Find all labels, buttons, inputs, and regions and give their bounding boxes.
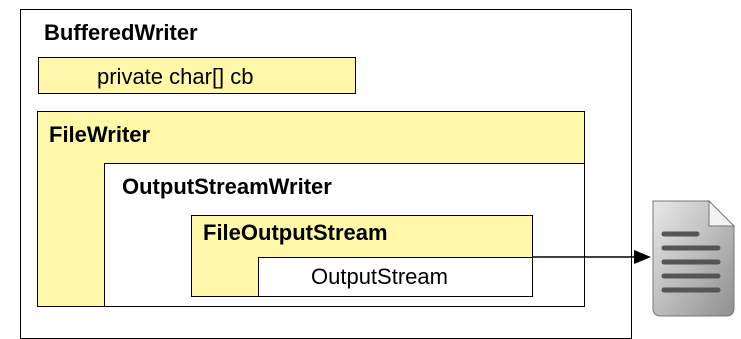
outputstream-box xyxy=(258,257,533,297)
outputstream-label: OutputStream xyxy=(311,264,448,289)
arrow-to-document xyxy=(533,250,651,264)
document-icon xyxy=(652,199,736,317)
fileoutputstream-title: FileOutputStream xyxy=(203,220,388,245)
char-buffer-field xyxy=(38,57,356,94)
filewriter-title: FileWriter xyxy=(49,122,151,147)
connector-layer xyxy=(533,199,736,317)
bufferedwriter-title: BufferedWriter xyxy=(44,20,198,45)
outputstreamwriter-title: OutputStreamWriter xyxy=(122,174,332,199)
char-buffer-label: private char[] cb xyxy=(97,64,254,89)
